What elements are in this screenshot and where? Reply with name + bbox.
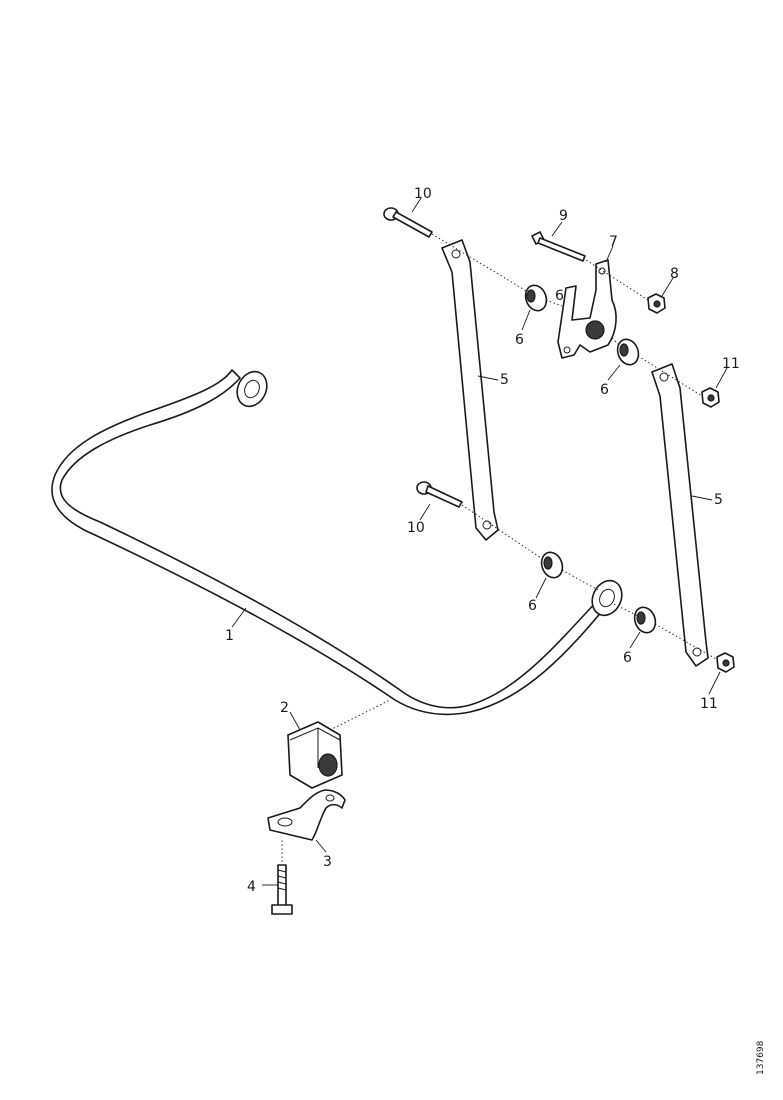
rubber-bushing-1 [524, 284, 548, 312]
assembly-lines [329, 233, 719, 731]
drop-link-left [441, 239, 499, 541]
mounting-bracket [557, 259, 617, 359]
callout-10-upper: 10 [414, 186, 432, 202]
callout-6-d: 6 [623, 650, 632, 666]
bolt-10-upper [383, 207, 433, 238]
clamp-bracket [267, 789, 346, 841]
callout-6-e: 6 [555, 288, 564, 304]
bolt-10-lower [416, 481, 463, 508]
bolt-9 [531, 231, 586, 262]
rubber-bushing-3 [540, 551, 564, 579]
stabilizer-bar [51, 369, 623, 716]
rubber-bushing-4 [633, 606, 657, 634]
callout-3: 3 [323, 854, 332, 870]
callout-7: 7 [609, 234, 618, 250]
callout-10-lower: 10 [407, 520, 425, 536]
nut-8 [647, 293, 666, 314]
drop-link-right [651, 363, 709, 667]
callout-6-c: 6 [528, 598, 537, 614]
nut-11-upper [701, 387, 720, 408]
callout-6-b: 6 [600, 382, 609, 398]
callout-2: 2 [280, 700, 289, 716]
nut-11-lower [716, 652, 735, 673]
callout-9: 9 [559, 208, 568, 224]
callout-11-upper: 11 [722, 356, 740, 372]
callout-8: 8 [670, 266, 679, 282]
rubber-bushing-2 [616, 338, 640, 366]
figure-reference: 137698 [756, 1040, 766, 1075]
callout-6-a: 6 [515, 332, 524, 348]
callout-labels: 1 2 3 4 5 5 6 6 6 6 6 7 8 9 10 10 11 11 [225, 186, 740, 895]
callout-11-lower: 11 [700, 696, 718, 712]
callout-4: 4 [247, 879, 256, 895]
callout-1: 1 [225, 628, 234, 644]
callout-5-left: 5 [500, 372, 509, 388]
leader-lines [231, 197, 728, 886]
callout-5-right: 5 [714, 492, 723, 508]
bolt [271, 838, 293, 915]
bushing [287, 721, 343, 789]
